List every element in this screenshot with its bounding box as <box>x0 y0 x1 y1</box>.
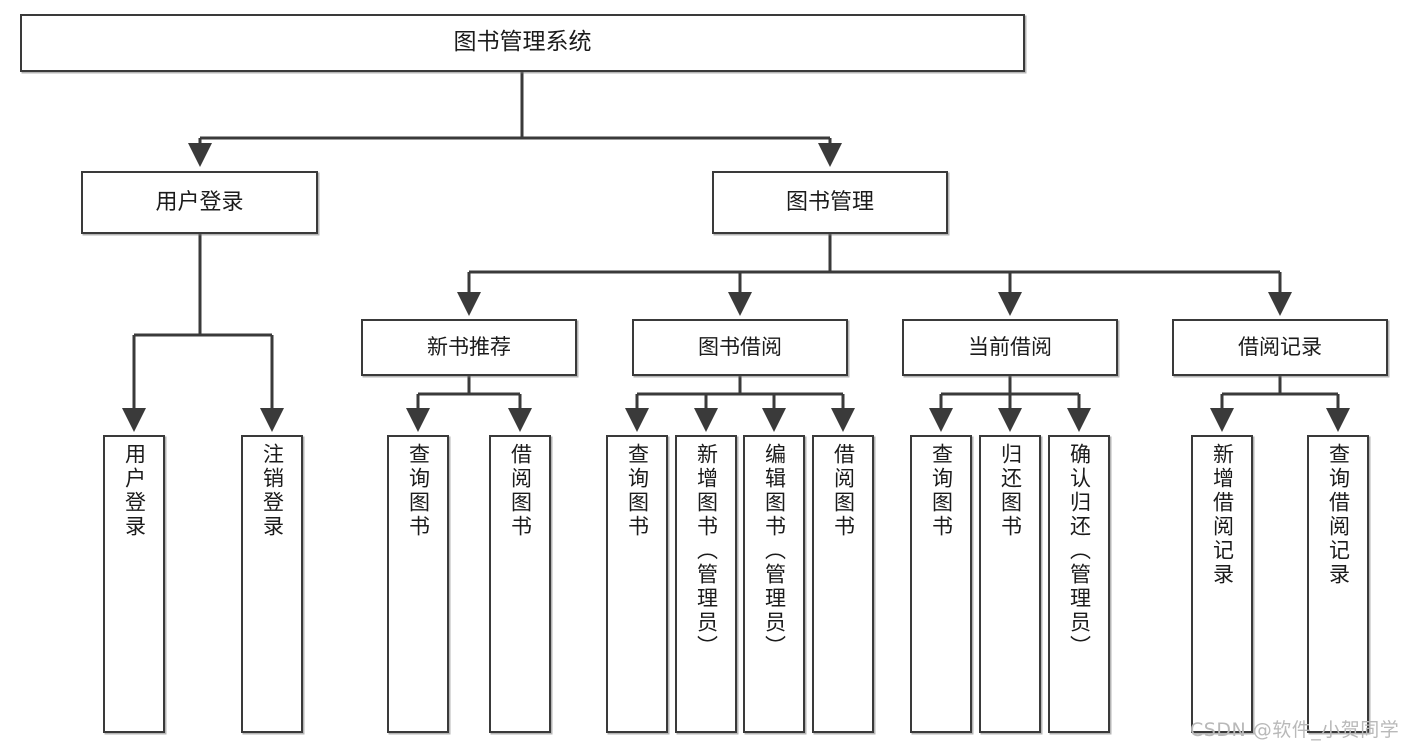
node-borrow-record-label: 借阅记录 <box>1238 335 1322 360</box>
leaf-query-record-label: 查询借阅记录 <box>1326 443 1351 587</box>
leaf-add-book[interactable]: 新增图书（管理员） <box>675 435 737 733</box>
leaf-query-book-2-label: 查询图书 <box>625 443 650 539</box>
leaf-query-book-1-label: 查询图书 <box>406 443 431 539</box>
leaf-return-book[interactable]: 归还图书 <box>979 435 1041 733</box>
node-book-borrow[interactable]: 图书借阅 <box>632 319 848 376</box>
node-user-login-label: 用户登录 <box>155 189 244 215</box>
leaf-return-book-label: 归还图书 <box>998 443 1023 539</box>
leaf-user-login-label: 用户登录 <box>122 443 147 539</box>
leaf-query-book-2[interactable]: 查询图书 <box>606 435 668 733</box>
leaf-user-login[interactable]: 用户登录 <box>103 435 165 733</box>
leaf-edit-book[interactable]: 编辑图书（管理员） <box>743 435 805 733</box>
leaf-query-book-1[interactable]: 查询图书 <box>387 435 449 733</box>
leaf-borrow-book-2[interactable]: 借阅图书 <box>812 435 874 733</box>
leaf-add-record[interactable]: 新增借阅记录 <box>1191 435 1253 733</box>
node-new-book-recommend[interactable]: 新书推荐 <box>361 319 577 376</box>
leaf-query-record[interactable]: 查询借阅记录 <box>1307 435 1369 733</box>
leaf-query-book-3-label: 查询图书 <box>929 443 954 539</box>
node-current-borrow-label: 当前借阅 <box>968 335 1052 360</box>
node-user-login[interactable]: 用户登录 <box>81 171 318 234</box>
node-book-manage-label: 图书管理 <box>785 189 874 215</box>
node-current-borrow[interactable]: 当前借阅 <box>902 319 1118 376</box>
leaf-confirm-return[interactable]: 确认归还（管理员） <box>1048 435 1110 733</box>
node-borrow-record[interactable]: 借阅记录 <box>1172 319 1388 376</box>
leaf-add-record-label: 新增借阅记录 <box>1210 443 1235 587</box>
node-book-borrow-label: 图书借阅 <box>698 335 782 360</box>
node-new-book-recommend-label: 新书推荐 <box>427 335 511 360</box>
leaf-borrow-book-1-label: 借阅图书 <box>508 443 533 539</box>
leaf-add-book-label: 新增图书（管理员） <box>694 443 719 659</box>
leaf-logout-login[interactable]: 注销登录 <box>241 435 303 733</box>
leaf-edit-book-label: 编辑图书（管理员） <box>762 443 787 659</box>
leaf-query-book-3[interactable]: 查询图书 <box>910 435 972 733</box>
node-root[interactable]: 图书管理系统 <box>20 14 1025 72</box>
node-book-manage[interactable]: 图书管理 <box>712 171 948 234</box>
leaf-borrow-book-2-label: 借阅图书 <box>831 443 856 539</box>
leaf-logout-login-label: 注销登录 <box>260 443 285 539</box>
leaf-confirm-return-label: 确认归还（管理员） <box>1067 443 1092 659</box>
node-root-label: 图书管理系统 <box>453 29 592 56</box>
watermark: CSDN @软件_小贺同学 <box>1190 719 1400 741</box>
leaf-borrow-book-1[interactable]: 借阅图书 <box>489 435 551 733</box>
